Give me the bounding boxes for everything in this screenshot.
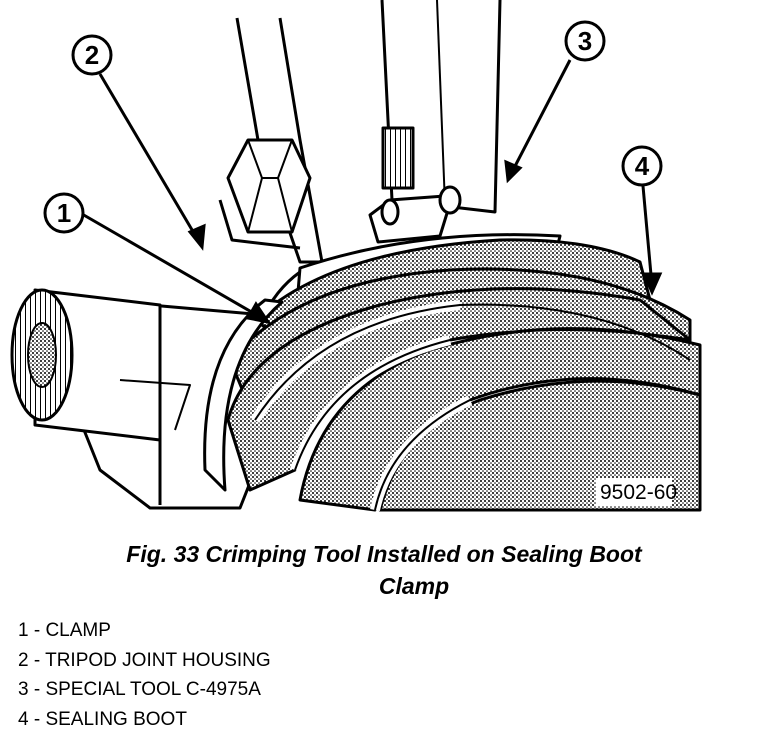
legend-item-special-tool: 3 - SPECIAL TOOL C-4975A <box>18 679 261 700</box>
figure-caption: Fig. 33 Crimping Tool Installed on Seali… <box>0 538 768 602</box>
leader-2 <box>98 73 200 241</box>
callout-4: 4 <box>621 145 663 187</box>
callout-2: 2 <box>71 34 113 76</box>
callout-3: 3 <box>564 20 606 62</box>
legend-item-housing: 2 - TRIPOD JOINT HOUSING <box>18 649 271 671</box>
callout-4-label: 4 <box>635 151 650 181</box>
threaded-bolt <box>381 126 415 190</box>
image-code: 9502-60 <box>600 481 677 504</box>
hex-bolt-head <box>226 138 312 234</box>
legend-item-sealing-boot: 4 - SEALING BOOT <box>18 708 187 730</box>
callout-3-label: 3 <box>578 26 592 56</box>
callout-1: 1 <box>43 192 85 234</box>
leader-4 <box>641 185 654 287</box>
legend: 1 - CLAMP 2 - TRIPOD JOINT HOUSING 3 - S… <box>18 616 271 734</box>
legend-item-clamp: 1 - CLAMP <box>18 620 111 641</box>
leader-3 <box>510 59 572 173</box>
housing-lip <box>203 298 284 492</box>
callout-1-label: 1 <box>57 198 71 228</box>
caption-line-2: Clamp <box>378 573 450 599</box>
callout-2-label: 2 <box>85 40 99 70</box>
crimping-tool-illustration: 1 2 3 4 9502-60 <box>10 0 702 512</box>
caption-line-1: Fig. 33 Crimping Tool Installed on Seali… <box>126 541 642 567</box>
leader-1 <box>81 212 263 320</box>
crimp-ear <box>368 194 450 244</box>
